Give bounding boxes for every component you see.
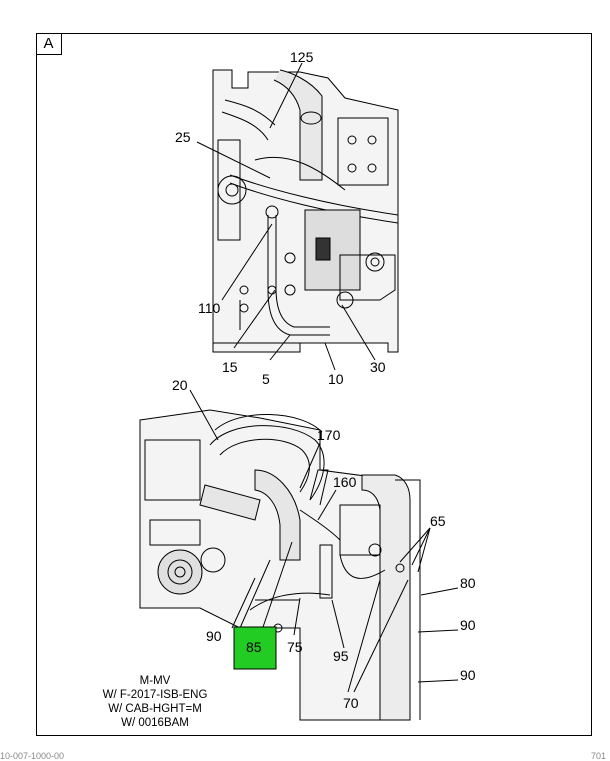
callout-160: 160 — [333, 474, 357, 490]
callout-95: 95 — [333, 648, 349, 664]
highlight-box — [233, 626, 277, 670]
bottom-engine-illustration — [139, 409, 421, 721]
top-engine-illustration — [212, 69, 399, 353]
callout-65: 65 — [430, 513, 446, 529]
callout-110: 110 — [198, 300, 221, 316]
callout-10: 10 — [328, 371, 344, 387]
footer-page-number: 701 — [590, 751, 606, 761]
callout-25: 25 — [175, 129, 191, 145]
leader-lines — [189, 62, 459, 693]
footer-reference: 10-007-1000-00 — [0, 751, 65, 761]
callout-5: 5 — [262, 371, 270, 387]
note-line: M-MV — [139, 675, 171, 687]
callout-90-right-upper: 90 — [460, 617, 476, 633]
diagram-frame — [36, 33, 592, 736]
callout-15: 15 — [222, 359, 238, 375]
note-line: W/ 0016BAM — [121, 717, 189, 729]
callout-90-right-lower: 90 — [460, 667, 476, 683]
callout-85: 85 — [246, 639, 262, 655]
applicability-note: M-MV W/ F-2017-ISB-ENG W/ CAB-HGHT=M W/ … — [80, 674, 230, 730]
callout-70: 70 — [343, 695, 359, 711]
callout-80: 80 — [460, 575, 476, 591]
callout-30: 30 — [370, 359, 386, 375]
callout-125: 125 — [290, 49, 314, 65]
callout-20: 20 — [172, 377, 188, 393]
note-line: W/ CAB-HGHT=M — [108, 703, 202, 715]
callout-75: 75 — [287, 639, 303, 655]
callout-170: 170 — [317, 427, 341, 443]
note-line: W/ F-2017-ISB-ENG — [102, 689, 208, 701]
panel-label: A — [36, 33, 62, 55]
callout-90-left: 90 — [206, 628, 222, 644]
